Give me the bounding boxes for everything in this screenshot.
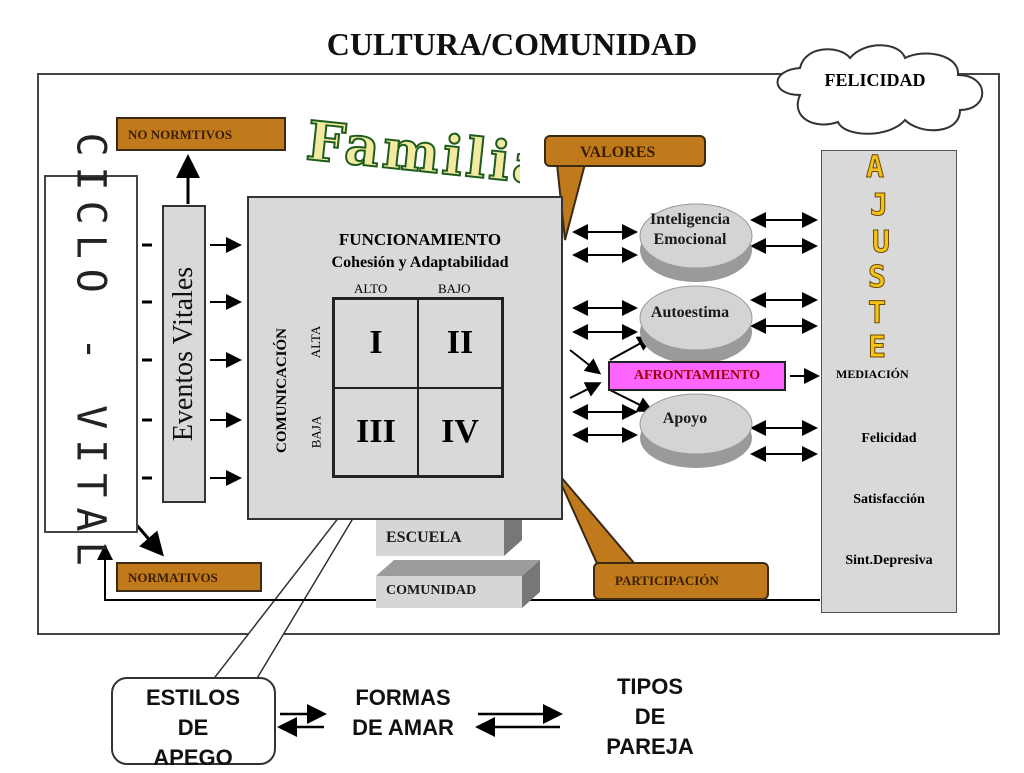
no-normativos-box: NO NORMTIVOS: [116, 117, 286, 151]
page-title: CULTURA/COMUNIDAD: [326, 26, 698, 62]
ajuste-letter-t: T: [867, 296, 889, 332]
col-bajo-label: BAJO: [438, 281, 471, 296]
tipos-line1: TIPOS: [616, 674, 683, 699]
funcionamiento-label: FUNCIONAMIENTO: [338, 230, 502, 249]
quadrant-iii: III: [334, 387, 418, 476]
eventos-vitales-wrap: Eventos Vitales: [162, 205, 206, 503]
ajuste-letter-u: U: [871, 225, 893, 261]
participacion-label: PARTICIPACIÓN: [615, 573, 719, 588]
felicidad-label: Felicidad: [861, 431, 917, 446]
felicidad-cloud-label: FELICIDAD: [824, 70, 926, 90]
ajuste-letter-a: A: [865, 150, 887, 186]
row-baja-wrap: BAJA: [302, 410, 330, 454]
ciclo-vital-label: CICLO - VITAL: [68, 132, 115, 576]
estilos-line2: DE: [177, 715, 209, 740]
tipos-line2: DE: [634, 704, 666, 729]
quadrant-iv: IV: [418, 387, 502, 476]
valores-label: VALORES: [580, 144, 656, 161]
autoestima-label: Autoestima: [650, 304, 730, 321]
row-alta-label: ALTA: [308, 325, 323, 359]
ajuste-letter-j: J: [869, 188, 891, 224]
row-alta-wrap: ALTA: [302, 320, 330, 364]
disc-inteligencia: [639, 203, 753, 282]
comunicacion-wrap: COMUNICACIÓN: [262, 300, 302, 480]
inteligencia-label: Inteligencia Emocional: [650, 211, 730, 248]
ciclo-vital-box: [44, 175, 138, 533]
svg-text:Familia: Familia: [304, 110, 520, 198]
escuela-label: ESCUELA: [386, 529, 462, 546]
ajuste-letter-e: E: [867, 330, 889, 366]
ciclo-vital-wrap: CICLO - VITAL: [44, 132, 138, 575]
afrontamiento-label: AFRONTAMIENTO: [633, 368, 761, 383]
estilos-de-apego-box: [111, 677, 276, 765]
afrontamiento-box: AFRONTAMIENTO: [608, 361, 786, 391]
tipos-line3: PAREJA: [606, 734, 694, 759]
row-baja-label: BAJA: [308, 415, 324, 449]
tipos-de-pareja-label: TIPOS DE PAREJA: [580, 672, 720, 762]
cloud-shape: [776, 44, 984, 135]
familia-box: [247, 196, 563, 520]
cohesion-label: Cohesión y Adaptabilidad: [331, 254, 509, 271]
formas-de-amar-label: FORMAS DE AMAR: [338, 683, 468, 743]
mediacion-label: MEDIACIÓN: [836, 367, 909, 381]
apoyo-label: Apoyo: [662, 410, 708, 427]
eventos-vitales-label: Eventos Vitales: [168, 266, 199, 442]
quadrant-ii: II: [418, 299, 502, 388]
normativos-box: NORMATIVOS: [116, 562, 262, 592]
comunidad-label: COMUNIDAD: [386, 583, 477, 598]
eventos-vitales-box: [162, 205, 206, 503]
quadrant-i: I: [334, 299, 418, 388]
comunidad-block: [376, 560, 540, 608]
comunicacion-label: COMUNICACIÓN: [273, 327, 290, 453]
formas-line1: FORMAS: [355, 685, 451, 710]
participacion-box: PARTICIPACIÓN: [593, 562, 769, 600]
ajuste-letter-s: S: [867, 260, 889, 296]
estilos-de-apego-label: ESTILOS DE APEGO: [128, 683, 258, 773]
no-normativos-label: NO NORMTIVOS: [128, 127, 233, 142]
valores-box: VALORES: [544, 135, 706, 167]
normativos-label: NORMATIVOS: [128, 570, 218, 585]
satisfaccion-label: Satisfacción: [853, 492, 925, 507]
cohesion-grid: I II III IV: [332, 297, 504, 478]
formas-line2: DE AMAR: [352, 715, 454, 740]
estilos-line3: APEGO: [153, 745, 233, 770]
sint-depresiva-label: Sint.Depresiva: [845, 553, 933, 568]
participacion-tail: [554, 469, 643, 571]
disc-apoyo: [639, 393, 753, 468]
estilos-line1: ESTILOS: [145, 685, 241, 710]
col-alto-label: ALTO: [354, 281, 388, 296]
ajuste-box: [821, 150, 957, 613]
familia-title: Familia: [303, 110, 520, 199]
disc-autoestima: [639, 285, 753, 364]
